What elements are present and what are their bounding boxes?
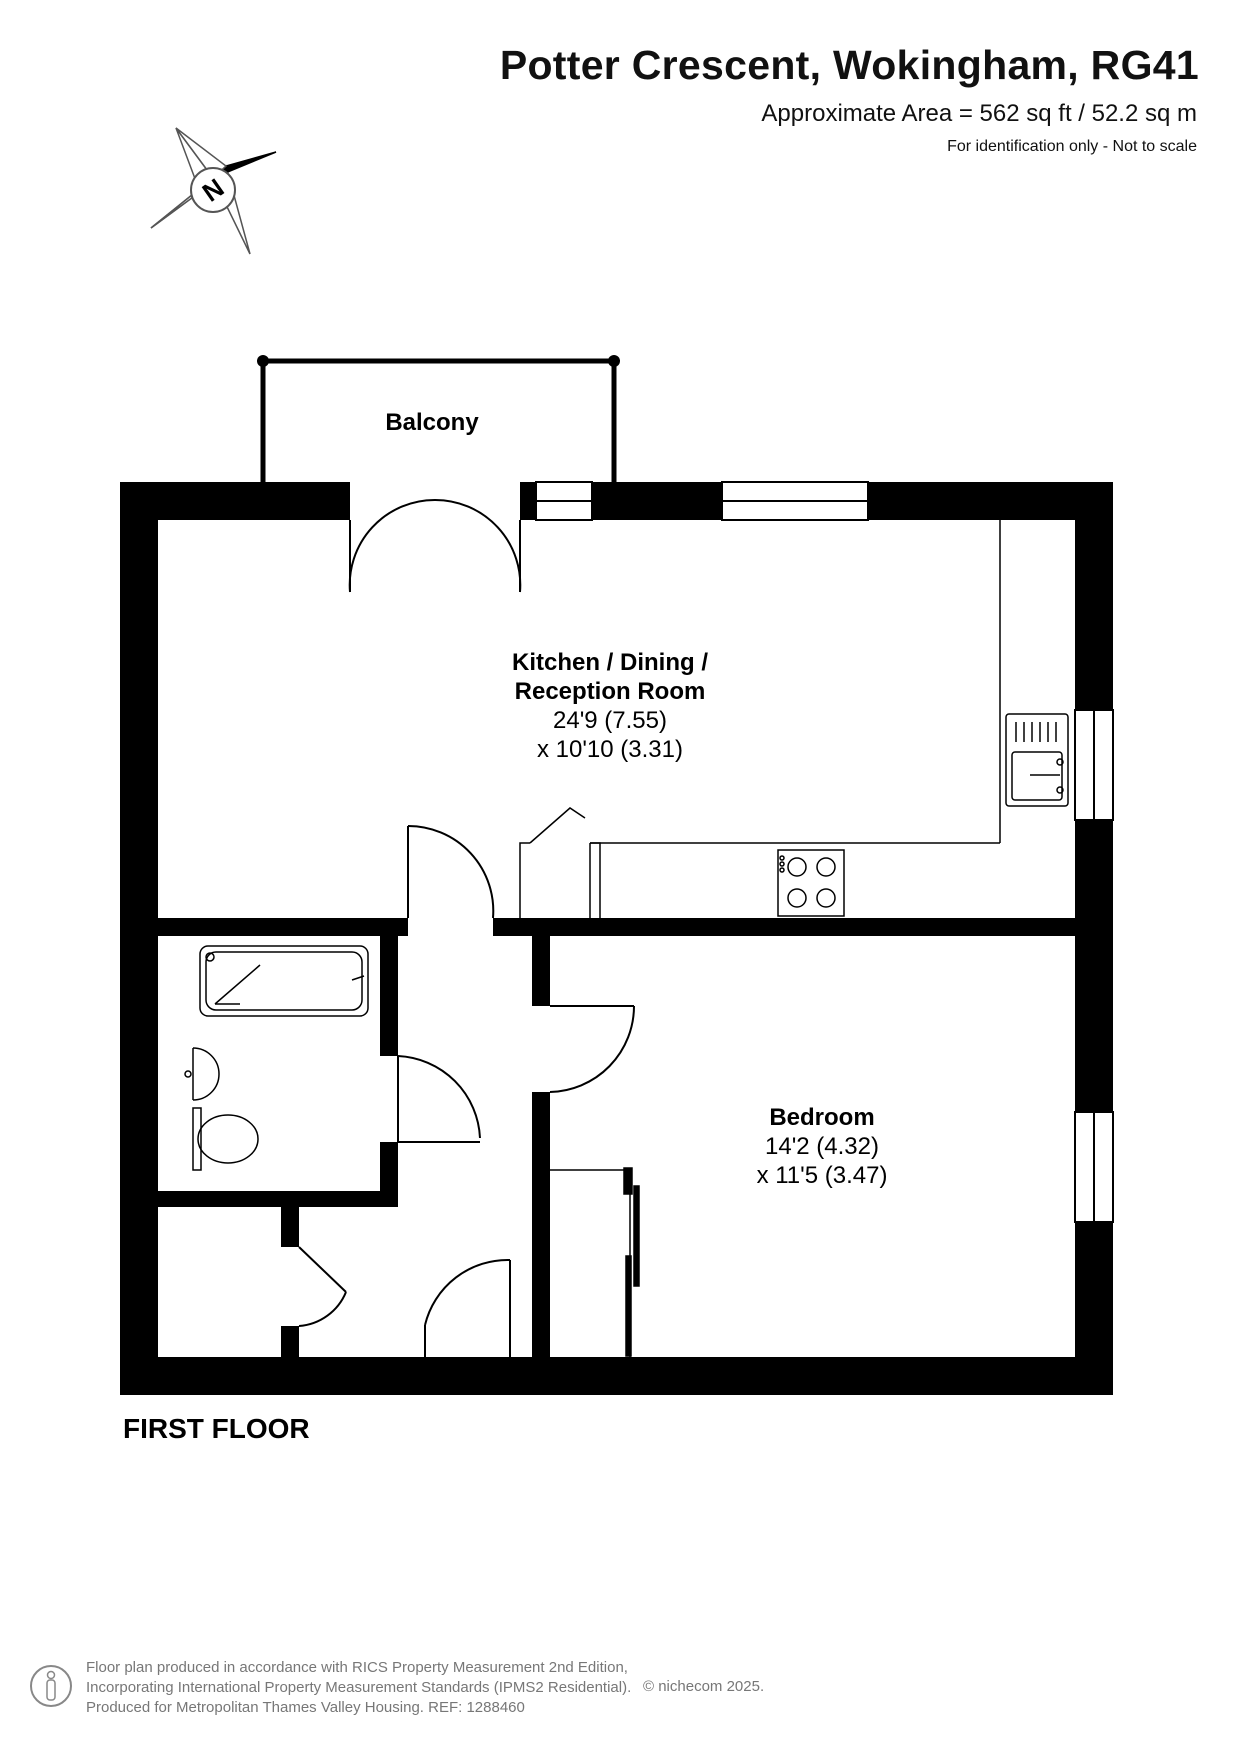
kitchen-label-line2: Reception Room — [515, 678, 706, 705]
plan-title: Potter Crescent, Wokingham, RG41 — [499, 42, 1199, 88]
footer-line-2: Incorporating International Property Mea… — [86, 1679, 632, 1696]
kitchen-label-line1: Kitchen / Dining / — [512, 649, 708, 676]
floor-label: FIRST FLOOR — [123, 1413, 310, 1444]
footer-line-3: Produced for Metropolitan Thames Valley … — [86, 1699, 525, 1716]
kitchen-worktop — [589, 520, 1001, 918]
windows — [535, 481, 1114, 1223]
kitchen-dimension-1: 24'9 (7.55) — [553, 707, 667, 734]
balcony-railing — [260, 358, 617, 482]
entrance-door — [424, 1258, 511, 1357]
hall-kitchen-door — [407, 824, 495, 919]
interior-walls — [120, 918, 1075, 1357]
hob-icon — [777, 849, 845, 917]
area-summary: Approximate Area = 562 sq ft / 52.2 sq m — [761, 100, 1197, 127]
bedroom-label: Bedroom — [769, 1104, 874, 1131]
kitchen-dimension-2: x 10'10 (3.31) — [537, 736, 683, 763]
footer-line-1: Floor plan produced in accordance with R… — [86, 1659, 628, 1676]
sink-icon — [1005, 713, 1069, 807]
outer-walls — [120, 482, 1113, 1395]
disclaimer: For identification only - Not to scale — [947, 138, 1197, 155]
balcony-doors — [348, 498, 522, 593]
wardrobe — [550, 1167, 640, 1357]
basin-icon — [184, 1047, 220, 1101]
balcony-label: Balcony — [385, 409, 479, 436]
compass-icon: N — [150, 127, 277, 255]
footer-notes: Floor plan produced in accordance with R… — [86, 1658, 631, 1718]
toilet-icon — [192, 1107, 259, 1171]
bedroom-door — [549, 1005, 635, 1093]
bathroom-door — [397, 1055, 481, 1143]
bedroom-dimension-1: 14'2 (4.32) — [765, 1133, 879, 1160]
kitchen-cupboard — [519, 807, 601, 918]
person-icon — [30, 1665, 72, 1707]
bedroom-dimension-2: x 11'5 (3.47) — [757, 1162, 888, 1189]
copyright-brand: © nichecom 2025. — [643, 1678, 765, 1695]
bath-icon — [199, 945, 369, 1017]
storage-door — [298, 1246, 347, 1327]
